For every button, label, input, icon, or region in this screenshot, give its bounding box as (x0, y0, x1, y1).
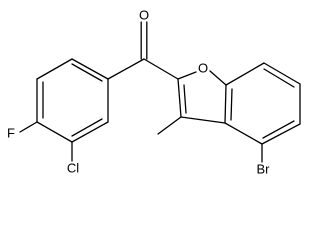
bond-c3-c3a (180, 116, 226, 124)
bond-c-f (19, 121, 38, 133)
bonds (19, 21, 301, 163)
bond-phenyl-2 (36, 58, 73, 80)
bond-o1-c7a (209, 70, 227, 86)
atom-label-chlorine: Cl (67, 160, 79, 175)
structure-drawing: O O F Cl Br (7, 7, 301, 176)
atom-label-bromine: Br (257, 161, 271, 176)
atom-label-ring-oxygen: O (198, 60, 208, 75)
molecule-diagram: O O F Cl Br (7, 7, 301, 177)
atom-label-carbonyl-oxygen: O (139, 7, 149, 22)
bond-benzo-2-inner (263, 68, 295, 88)
bond-benzo-4-inner (262, 120, 295, 139)
bond-carbonyl-to-furan (143, 58, 179, 80)
bond-c3a-c7a (224, 84, 227, 124)
bond-phenyl-4 (36, 121, 73, 143)
bond-benzo-4 (261, 123, 301, 145)
bond-phenyl-5-inner (71, 118, 103, 137)
bond-phenyl-5 (71, 121, 109, 143)
atom-labels: O O F Cl Br (7, 7, 270, 176)
bond-c2-o1 (177, 71, 197, 80)
bond-c3-methyl (157, 116, 182, 135)
bond-carbonyl-to-phenyl (107, 58, 145, 80)
bond-benzo-1 (225, 62, 265, 86)
bond-phenyl-1-inner (71, 63, 103, 82)
atom-label-fluorine: F (7, 125, 15, 140)
bond-benzo-5 (224, 122, 263, 145)
bond-benzo-2 (263, 62, 301, 85)
bond-benzo-6-inner (230, 88, 233, 121)
bond-c2-c3-inner (183, 84, 187, 114)
bond-phenyl-1 (71, 58, 109, 80)
bond-c2-c3 (177, 78, 182, 118)
